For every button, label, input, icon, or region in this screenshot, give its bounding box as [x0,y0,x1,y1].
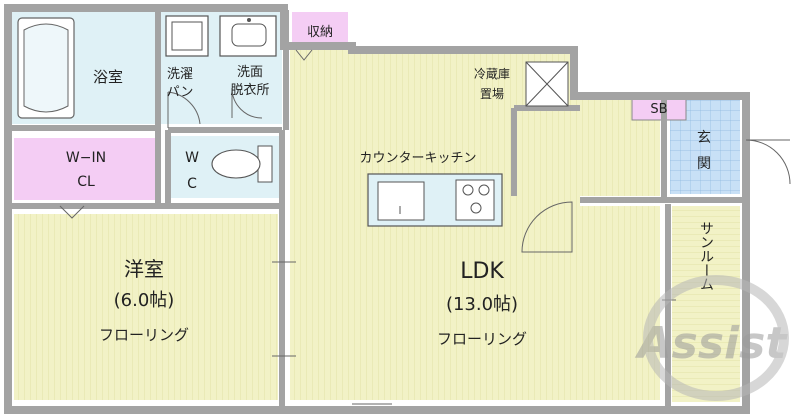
sunroom-label: サンルーム [698,221,714,291]
bathroom-label: 浴室 [93,68,123,86]
toilet-icon [211,145,273,183]
washer-label-line1: 洗濯 [167,67,193,82]
washing-machine-icon [165,15,209,57]
washroom-label-line1: 洗面 [237,65,263,80]
entrance-label-line1: 玄 [697,129,711,146]
western-room-size: (6.0帖) [114,290,175,311]
closet-label-line1: W−IN [66,150,106,166]
entrance-label-line2: 関 [697,156,711,172]
door-arcs [59,49,791,253]
sunroom-floor [672,206,740,402]
ldk-floor: フローリング [437,330,527,348]
ldk-name: LDK [460,259,504,284]
closet-label-line2: CL [77,174,95,190]
storage-floor [292,12,348,46]
inner-walls [10,10,746,410]
bathtub-icon [17,17,75,119]
western-floor [14,214,278,400]
fridge-label-line1: 冷蔵庫 [474,67,510,81]
assist-logo: Assist [635,275,789,401]
ldk-size: (13.0帖) [446,294,518,315]
wash-basin-icon [219,15,277,57]
western-room-name: 洋室 [124,257,164,281]
washroom-label-line2: 脱衣所 [230,82,269,98]
washer-label-line2: パン [167,85,194,100]
corridor-floor [520,110,660,196]
storage-label: 収納 [307,25,333,40]
wc-label-line1: W [185,150,199,166]
assist-logo-text: Assist [635,318,789,369]
kitchen-counter [367,173,503,227]
western-room-floor: フローリング [99,326,189,344]
kitchen-label: カウンターキッチン [359,151,476,166]
closet-floor [14,138,160,200]
fridge-space-icon [525,61,569,107]
fridge-label-line2: 置場 [480,87,504,101]
shoebox-label: SB [650,102,667,117]
wc-label-line2: C [187,176,197,192]
